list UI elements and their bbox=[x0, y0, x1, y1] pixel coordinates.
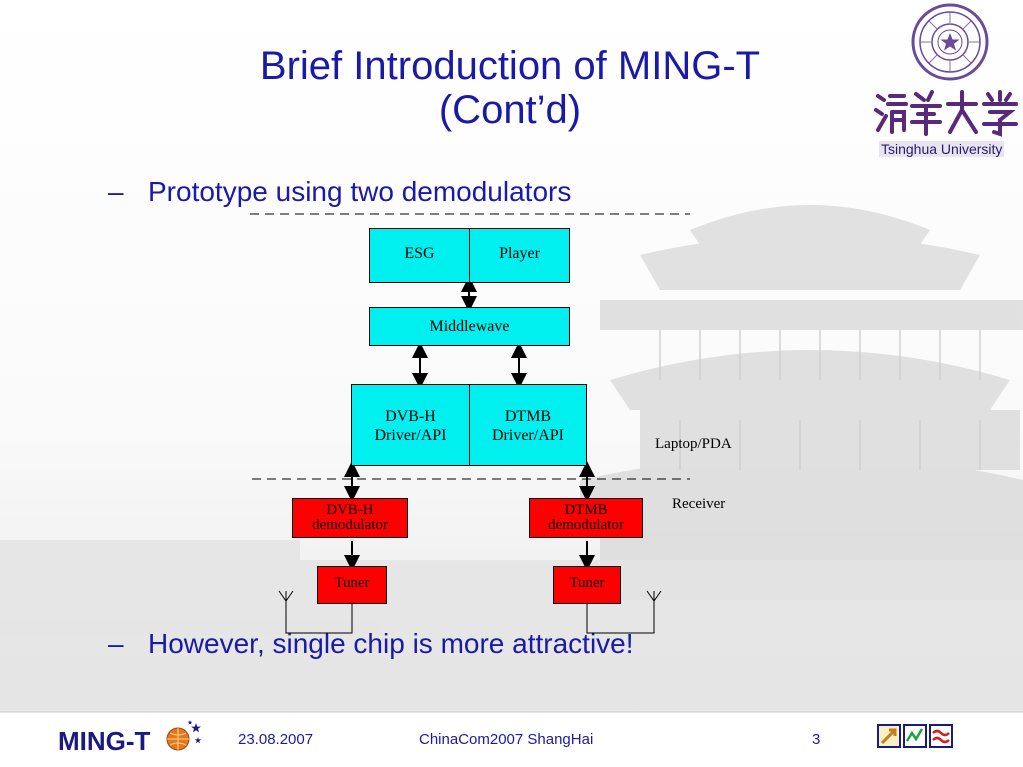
dvbh-demod-line2: demodulator bbox=[312, 517, 388, 533]
bullet-marker: – bbox=[108, 176, 124, 207]
dtmb-driver-line2: Driver/API bbox=[492, 427, 564, 444]
dvbh-driver-box: DVB-H Driver/API bbox=[352, 385, 470, 465]
title-line-2: (Cont’d) bbox=[438, 88, 582, 132]
app-layer-box: ESG Player bbox=[369, 228, 570, 283]
globe-stars-icon bbox=[166, 720, 202, 751]
esg-box: ESG bbox=[370, 229, 470, 282]
ming-t-logo: MING-T bbox=[58, 726, 151, 756]
title-line-1: Brief Introduction of MING-T bbox=[259, 44, 761, 88]
antenna-right bbox=[586, 590, 662, 634]
laptop-pda-label: Laptop/PDA bbox=[655, 436, 732, 452]
university-name: Tsinghua University bbox=[879, 141, 1005, 157]
esg-label: ESG bbox=[404, 245, 435, 262]
player-label: Player bbox=[499, 245, 540, 262]
tuner-right-box: Tuner bbox=[553, 566, 621, 604]
dvbh-demodulator-box: DVB-H demodulator bbox=[292, 498, 408, 538]
dtmb-demod-line1: DTMB bbox=[564, 502, 608, 518]
dtmb-demod-line2: demodulator bbox=[548, 517, 624, 533]
bullet-text-2: However, single chip is more attractive! bbox=[148, 628, 634, 659]
footer-conference: ChinaCom2007 ShangHai bbox=[419, 731, 594, 748]
antenna-left bbox=[278, 590, 353, 634]
bullet-marker: – bbox=[108, 628, 124, 659]
player-box: Player bbox=[470, 229, 569, 282]
bullet-text-1: Prototype using two demodulators bbox=[148, 176, 572, 207]
dvbh-driver-line2: Driver/API bbox=[374, 427, 447, 444]
tuner-right-label: Tuner bbox=[569, 574, 605, 591]
dvbh-demod-line1: DVB-H bbox=[326, 502, 374, 518]
page-number: 3 bbox=[812, 731, 821, 748]
dvbh-driver-line1: DVB-H bbox=[385, 408, 436, 425]
driver-layer-box: DVB-H Driver/API DTMB Driver/API bbox=[351, 384, 587, 466]
tuner-left-label: Tuner bbox=[334, 574, 370, 591]
middleware-box: Middlewave bbox=[369, 307, 570, 346]
dtmb-driver-line1: DTMB bbox=[504, 408, 552, 425]
partner-logo-icon bbox=[877, 724, 953, 748]
receiver-label: Receiver bbox=[672, 496, 726, 512]
dtmb-driver-box: DTMB Driver/API bbox=[470, 385, 586, 465]
footer-date: 23.08.2007 bbox=[238, 731, 314, 748]
tsinghua-calligraphy-logo bbox=[874, 90, 1018, 137]
dtmb-demodulator-box: DTMB demodulator bbox=[529, 498, 643, 538]
slide-title: Brief Introduction of MING-T (Cont’d) bbox=[150, 44, 870, 132]
tsinghua-seal-logo bbox=[911, 3, 989, 81]
tuner-left-box: Tuner bbox=[317, 566, 387, 604]
middleware-label: Middlewave bbox=[429, 318, 510, 335]
